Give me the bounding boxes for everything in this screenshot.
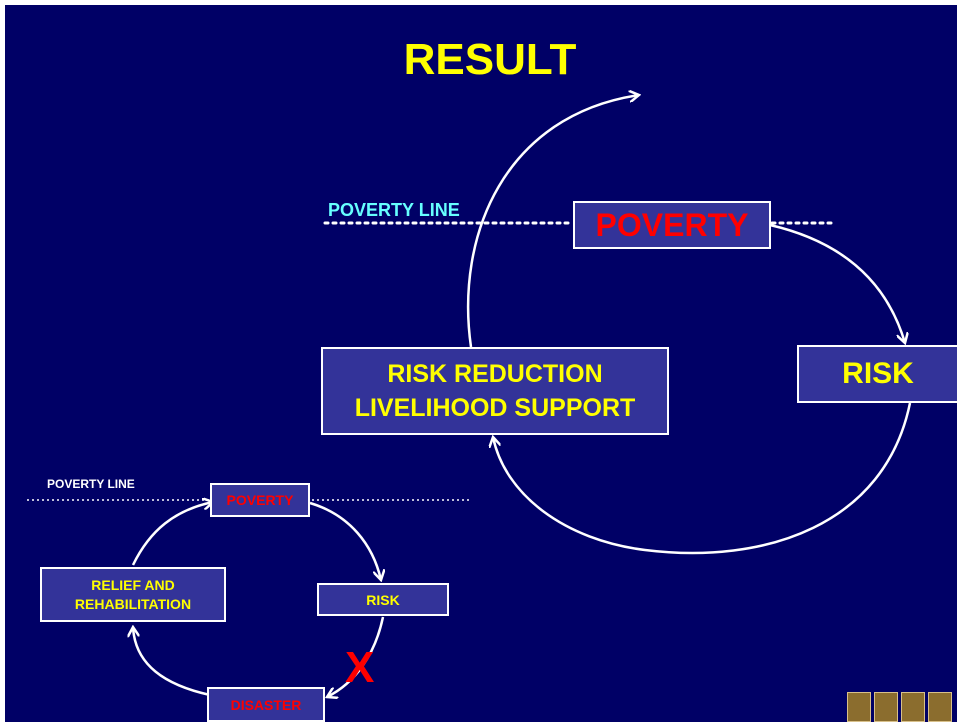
arrow-small-risk-to-disaster	[327, 616, 385, 697]
relief-line1: RELIEF AND	[91, 576, 175, 593]
risk-box-small-label: RISK	[366, 591, 400, 608]
logo-block-4	[928, 692, 952, 722]
poverty-line-label-main: POVERTY LINE	[328, 200, 460, 220]
poverty-box-main: POVERTY	[573, 201, 771, 249]
blocked-x-icon: X	[345, 643, 375, 692]
slide-title: RESULT	[403, 35, 577, 84]
risk-reduction-line2: LIVELIHOOD SUPPORT	[354, 394, 636, 422]
relief-line2: REHABILITATION	[74, 595, 192, 612]
relief-box: RELIEF AND REHABILITATION	[40, 567, 226, 622]
risk-box-small: RISK	[317, 583, 449, 616]
poverty-line-label-small: POVERTY LINE	[47, 477, 135, 491]
risk-box-main: RISK	[797, 345, 957, 403]
arrow-reduction-up-out	[466, 95, 639, 348]
disaster-box-label: DISASTER	[230, 696, 302, 713]
risk-box-main-label: RISK	[842, 357, 914, 390]
poverty-box-small: POVERTY	[210, 483, 310, 517]
arrow-small-poverty-to-risk	[309, 501, 381, 580]
risk-reduction-box: RISK REDUCTION LIVELIHOOD SUPPORT	[321, 347, 669, 435]
disaster-box: DISASTER	[207, 687, 325, 722]
arrow-small-relief-to-poverty	[131, 502, 213, 566]
arrow-risk-to-reduction	[493, 402, 912, 555]
slide: RESULT POVERTY LINE POVERTY RISK RISK RE…	[5, 5, 957, 722]
cycle-arrows	[27, 5, 912, 722]
logo-block-1	[847, 692, 871, 722]
arrow-small-disaster-to-relief	[133, 627, 211, 697]
poverty-box-small-label: POVERTY	[226, 492, 294, 508]
poverty-box-main-label: POVERTY	[595, 206, 749, 243]
arrow-poverty-to-risk	[769, 223, 905, 343]
adpc-logo-icon	[847, 685, 957, 722]
logo-block-2	[874, 692, 898, 722]
risk-reduction-line1: RISK REDUCTION	[387, 360, 603, 388]
logo-block-3	[901, 692, 925, 722]
